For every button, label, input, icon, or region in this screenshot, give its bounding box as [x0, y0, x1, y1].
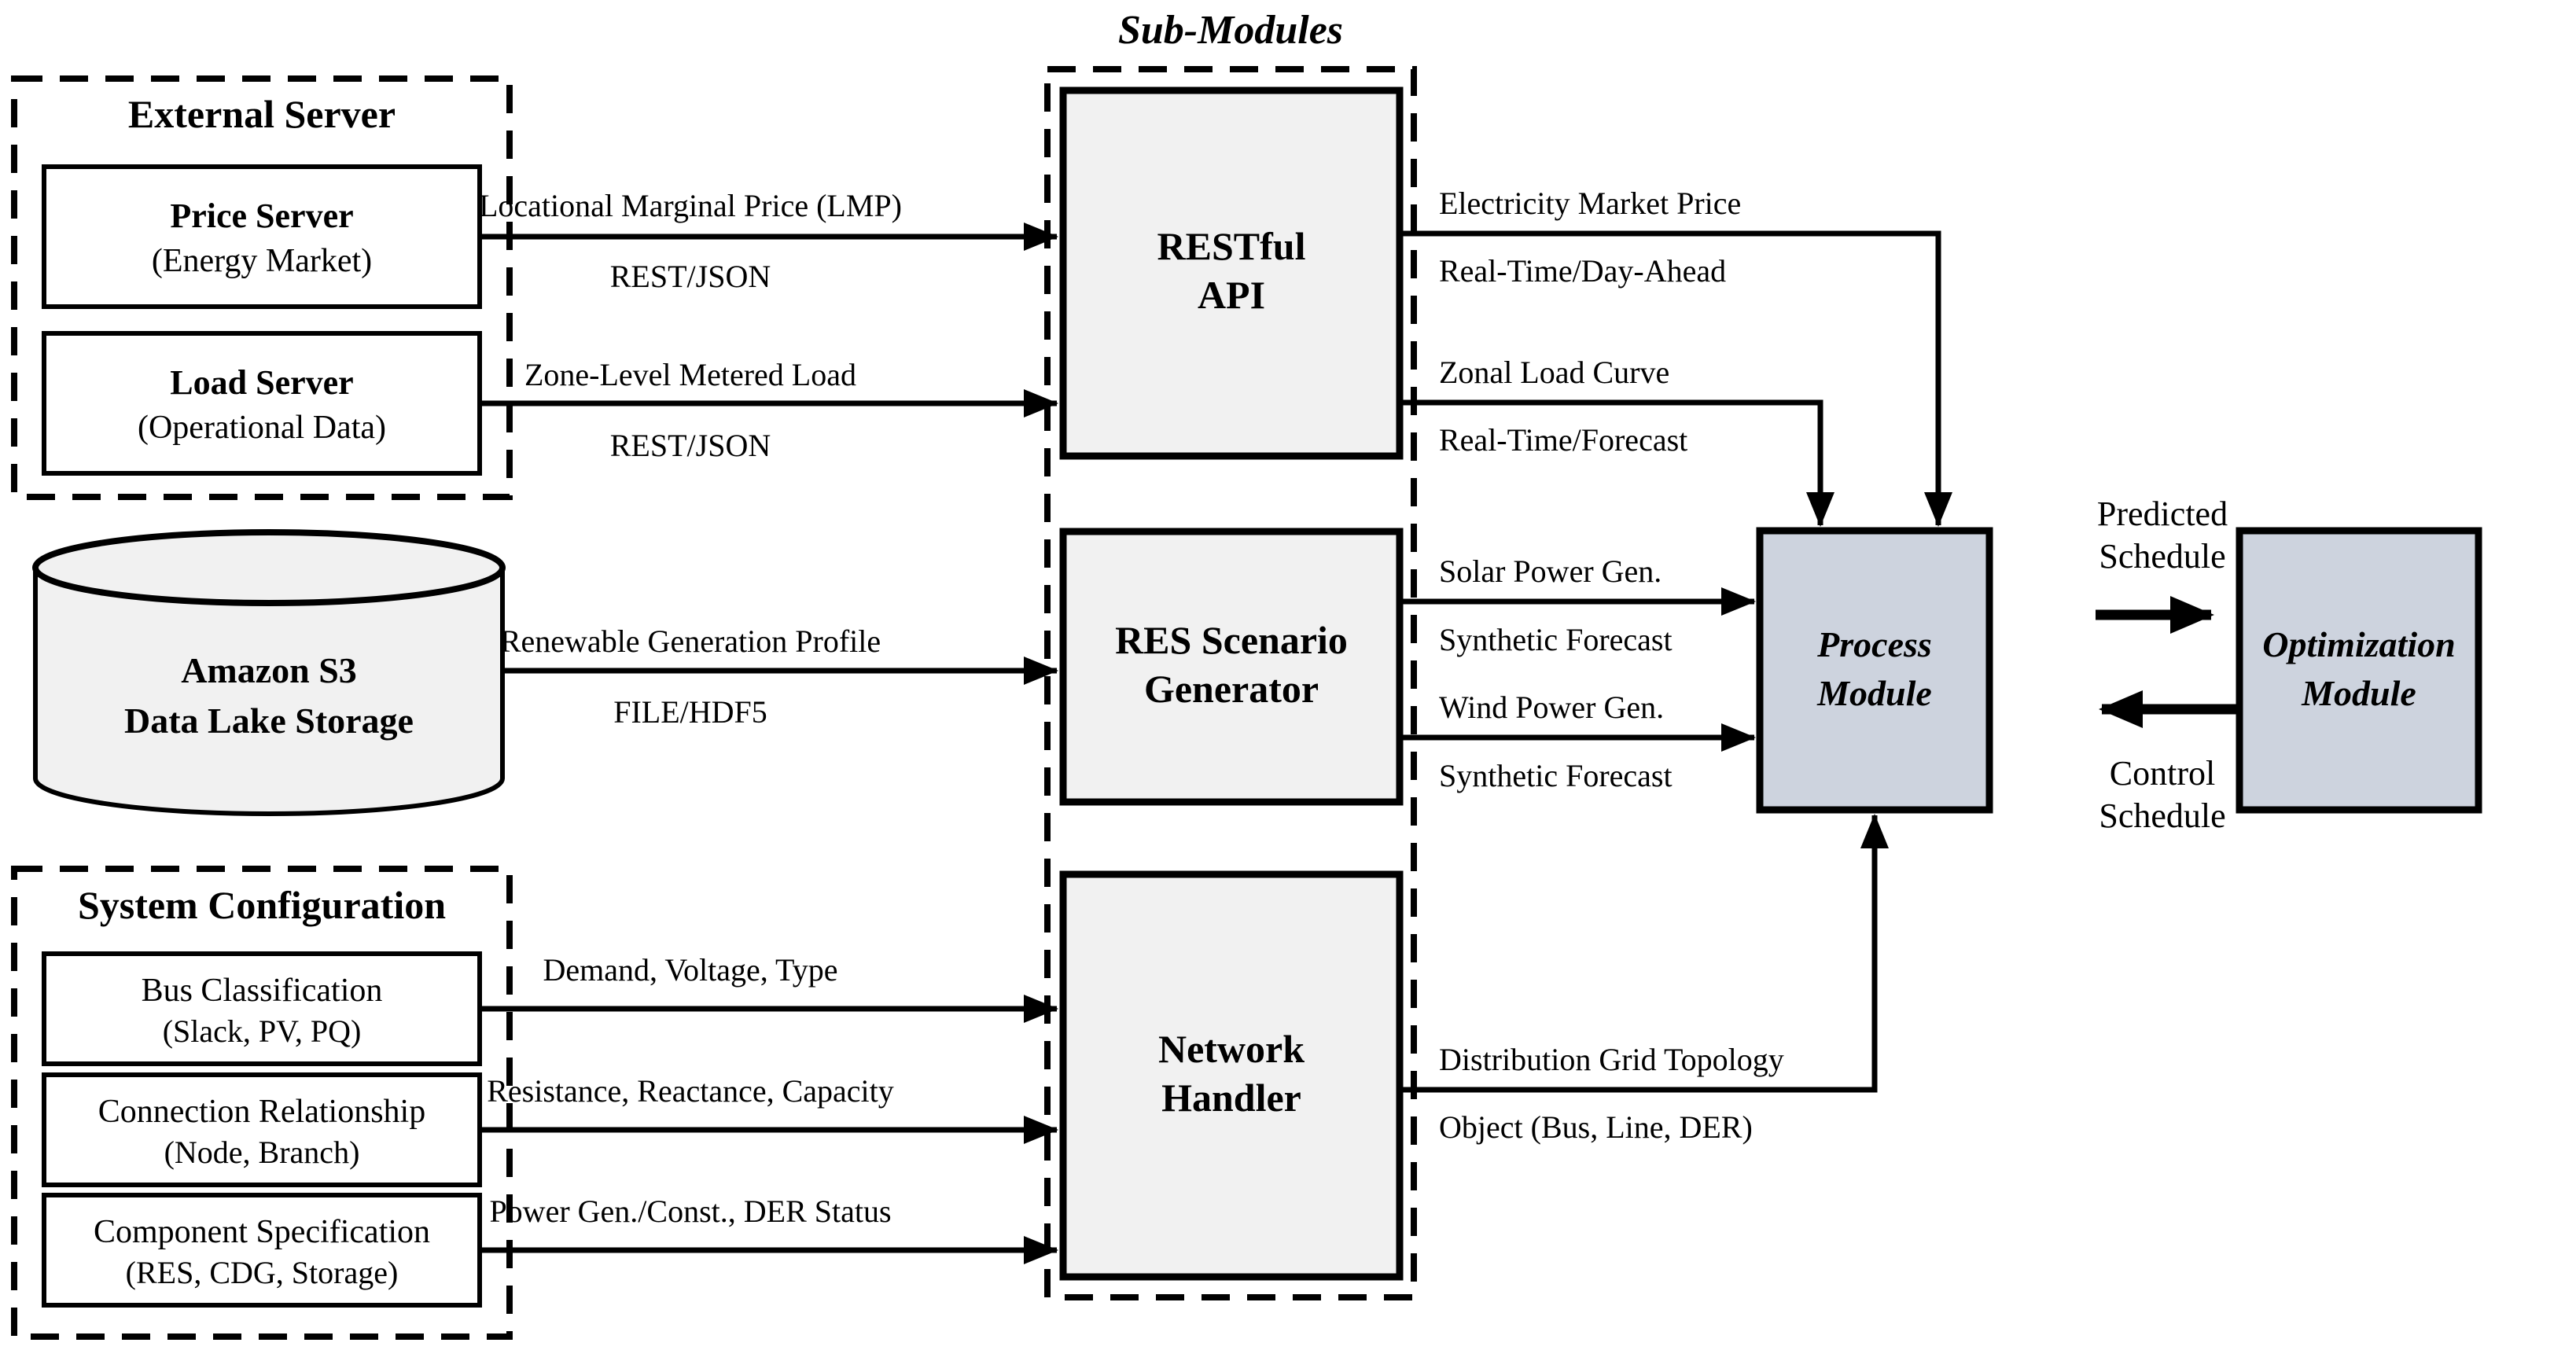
zone-load-label-above: Zone-Level Metered Load	[524, 357, 856, 392]
res-scenario-generator-sublabel: Generator	[1144, 667, 1319, 711]
process-module-label: Process	[1816, 624, 1932, 664]
process-module-box: Process Module	[1756, 527, 1993, 814]
optimization-module-label: Optimization	[2262, 624, 2455, 664]
res-scenario-generator-label: RES Scenario	[1115, 618, 1348, 662]
bus-classification-rect	[42, 951, 482, 1066]
topology-label-below: Object (Bus, Line, DER)	[1439, 1109, 1753, 1145]
res-scenario-generator-box: RES Scenario Generator	[1059, 528, 1404, 806]
submodules-title: Sub-Modules	[1118, 8, 1343, 53]
resistance-label: Resistance, Reactance, Capacity	[487, 1073, 894, 1109]
price-server-label: Price Server	[170, 197, 353, 235]
optimization-module-sublabel: Module	[2301, 673, 2416, 713]
connection-relationship-sublabel: (Node, Branch)	[164, 1135, 360, 1170]
price-server-box: Price Server (Energy Market)	[42, 164, 482, 309]
external-server-title: External Server	[128, 92, 396, 136]
network-handler-box: Network Handler	[1059, 870, 1404, 1281]
s3-label: Amazon S3	[181, 650, 357, 690]
zonal-load-arrow	[1400, 399, 1834, 527]
renewable-profile-label-below: FILE/HDF5	[613, 694, 767, 730]
predicted-label-line2: Schedule	[2099, 537, 2225, 576]
component-specification-label: Component Specification	[94, 1214, 430, 1250]
network-handler-rect	[1059, 870, 1404, 1281]
external-server-dashed-box	[11, 75, 513, 500]
market-price-label-below: Real-Time/Day-Ahead	[1439, 253, 1726, 289]
module-exchange: Predicted Schedule Control Schedule	[2096, 495, 2237, 835]
connection-relationship-box: Connection Relationship (Node, Branch)	[42, 1072, 482, 1187]
zonal-load-label-above: Zonal Load Curve	[1439, 355, 1669, 390]
wind-label-below: Synthetic Forecast	[1439, 758, 1673, 793]
zone-load-label-below: REST/JSON	[610, 428, 771, 463]
output-connectors: Electricity Market Price Real-Time/Day-A…	[1400, 186, 1952, 1145]
component-specification-box: Component Specification (RES, CDG, Stora…	[42, 1193, 482, 1308]
price-server-rect	[42, 164, 482, 309]
process-module-rect	[1756, 527, 1993, 814]
optimization-module-box: Optimization Module	[2236, 527, 2482, 814]
control-label-line2: Schedule	[2099, 796, 2225, 835]
topology-arrow	[1400, 814, 1889, 1093]
res-scenario-generator-rect	[1059, 528, 1404, 806]
load-server-rect	[42, 331, 482, 476]
system-configuration-dashed-box	[11, 866, 513, 1340]
load-server-sublabel: (Operational Data)	[138, 410, 386, 446]
optimization-module-rect	[2236, 527, 2482, 814]
network-handler-sublabel: Handler	[1161, 1076, 1301, 1120]
input-connectors: Locational Marginal Price (LMP) REST/JSO…	[479, 188, 1058, 1264]
s3-sublabel: Data Lake Storage	[124, 701, 414, 741]
price-server-sublabel: (Energy Market)	[152, 243, 372, 279]
s3-cylinder-body	[33, 568, 505, 816]
solar-label-above: Solar Power Gen.	[1439, 554, 1662, 589]
restful-api-box: RESTful API	[1059, 86, 1404, 460]
topology-label-above: Distribution Grid Topology	[1439, 1042, 1784, 1077]
external-server-container: External Server Price Server (Energy Mar…	[11, 75, 513, 500]
network-handler-label: Network	[1158, 1027, 1305, 1071]
restful-api-rect	[1059, 86, 1404, 460]
load-server-label: Load Server	[170, 363, 353, 402]
s3-cylinder: Amazon S3 Data Lake Storage	[32, 529, 506, 816]
solar-label-below: Synthetic Forecast	[1439, 622, 1673, 657]
restful-api-label: RESTful	[1157, 224, 1306, 268]
power-gen-label: Power Gen./Const., DER Status	[489, 1194, 891, 1229]
bus-classification-label: Bus Classification	[142, 973, 383, 1009]
system-configuration-title: System Configuration	[78, 883, 446, 927]
component-specification-sublabel: (RES, CDG, Storage)	[126, 1255, 399, 1290]
control-label-line1: Control	[2110, 754, 2215, 793]
market-price-arrow	[1400, 230, 1952, 527]
predicted-label-line1: Predicted	[2097, 495, 2228, 533]
market-price-label-above: Electricity Market Price	[1439, 186, 1741, 221]
component-specification-rect	[42, 1193, 482, 1308]
process-module-sublabel: Module	[1816, 673, 1932, 713]
restful-api-sublabel: API	[1198, 273, 1265, 317]
bus-classification-sublabel: (Slack, PV, PQ)	[163, 1013, 362, 1049]
lmp-label-below: REST/JSON	[610, 259, 771, 294]
wind-label-above: Wind Power Gen.	[1439, 690, 1664, 725]
zonal-load-label-below: Real-Time/Forecast	[1439, 422, 1687, 458]
bus-classification-box: Bus Classification (Slack, PV, PQ)	[42, 951, 482, 1066]
submodules-container: Sub-Modules RESTful API RES Scenario Gen…	[1044, 8, 1417, 1300]
s3-cylinder-top	[32, 529, 506, 606]
renewable-profile-label-above: Renewable Generation Profile	[500, 624, 881, 659]
connection-relationship-label: Connection Relationship	[98, 1094, 425, 1130]
lmp-label-above: Locational Marginal Price (LMP)	[479, 188, 902, 223]
system-configuration-container: System Configuration Bus Classification …	[11, 866, 513, 1340]
load-server-box: Load Server (Operational Data)	[42, 331, 482, 476]
demand-label: Demand, Voltage, Type	[543, 952, 838, 988]
